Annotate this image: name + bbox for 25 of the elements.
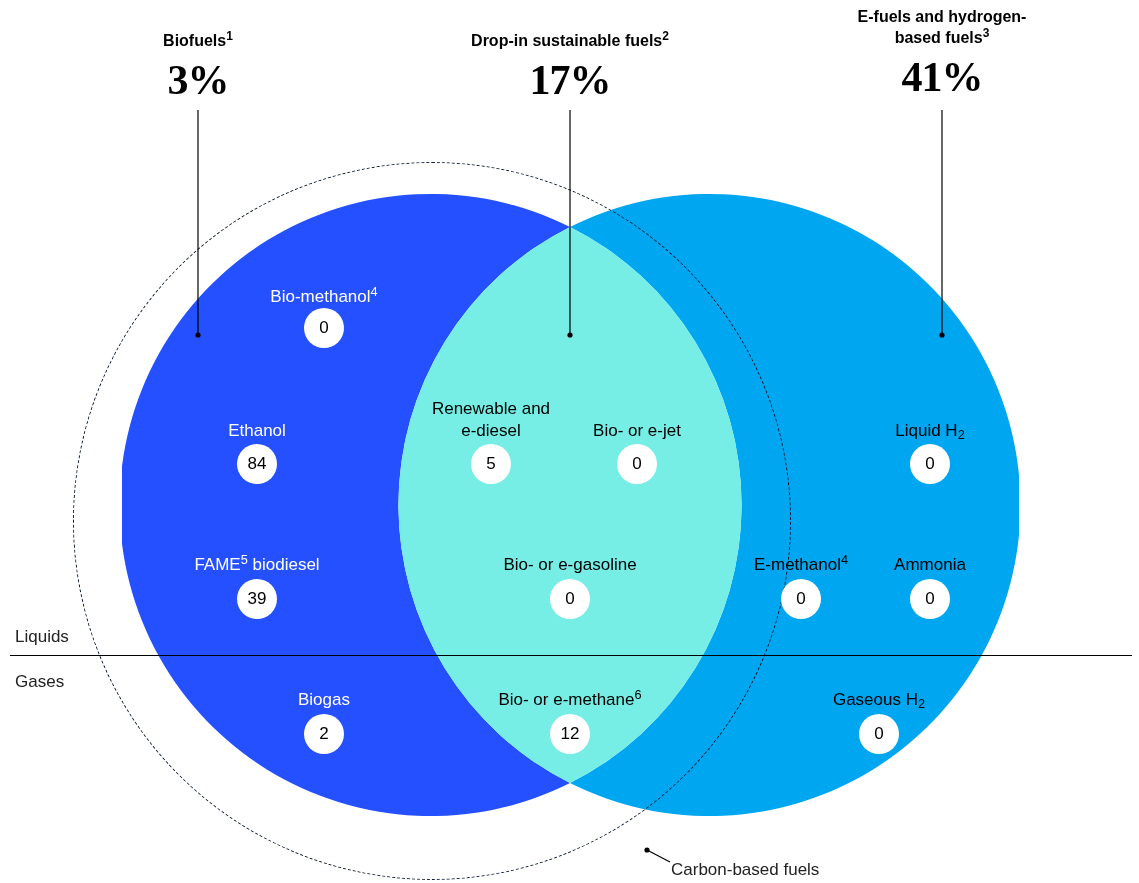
leader-line — [567, 109, 573, 338]
fuel-label: E-methanol$^{4}$ — [754, 554, 848, 576]
fuel-label: Ammonia — [894, 554, 966, 576]
fuel-label: Bio- or e-jet — [593, 420, 681, 442]
fuel-label: Ethanol — [228, 420, 286, 442]
fuel-label: Biogas — [298, 689, 350, 711]
fuel-label: FAME$^{5}$ biodiesel — [194, 554, 320, 576]
category-heading: E-fuels and hydrogen-based fuels$^{3}$ — [856, 7, 1028, 48]
phase-label: Liquids — [15, 626, 69, 648]
fuel-label: Liquid H$_{2}$ — [895, 420, 965, 442]
leader-line — [644, 847, 671, 863]
percentage-value: 3% — [167, 56, 229, 105]
percentage-value: 17% — [529, 56, 611, 105]
fuel-label: Bio- or e-gasoline — [503, 554, 637, 576]
fuel-label: Gaseous H$_{2}$ — [832, 689, 926, 711]
category-heading: Drop-in sustainable fuels$^{2}$ — [471, 30, 669, 51]
leader-line — [195, 109, 201, 338]
set-label: Carbon-based fuels — [671, 860, 820, 879]
fuel-label: Bio- or e-methane$^{6}$ — [498, 689, 642, 711]
percentage-value: 41% — [901, 53, 983, 102]
leader-line — [939, 109, 945, 338]
fuel-label: Bio-methanol$^{4}$ — [270, 286, 378, 308]
fuel-label: Renewable and e-diesel — [430, 398, 552, 442]
phase-label: Gases — [15, 671, 65, 693]
category-heading: Biofuels$^{1}$ — [163, 30, 233, 51]
